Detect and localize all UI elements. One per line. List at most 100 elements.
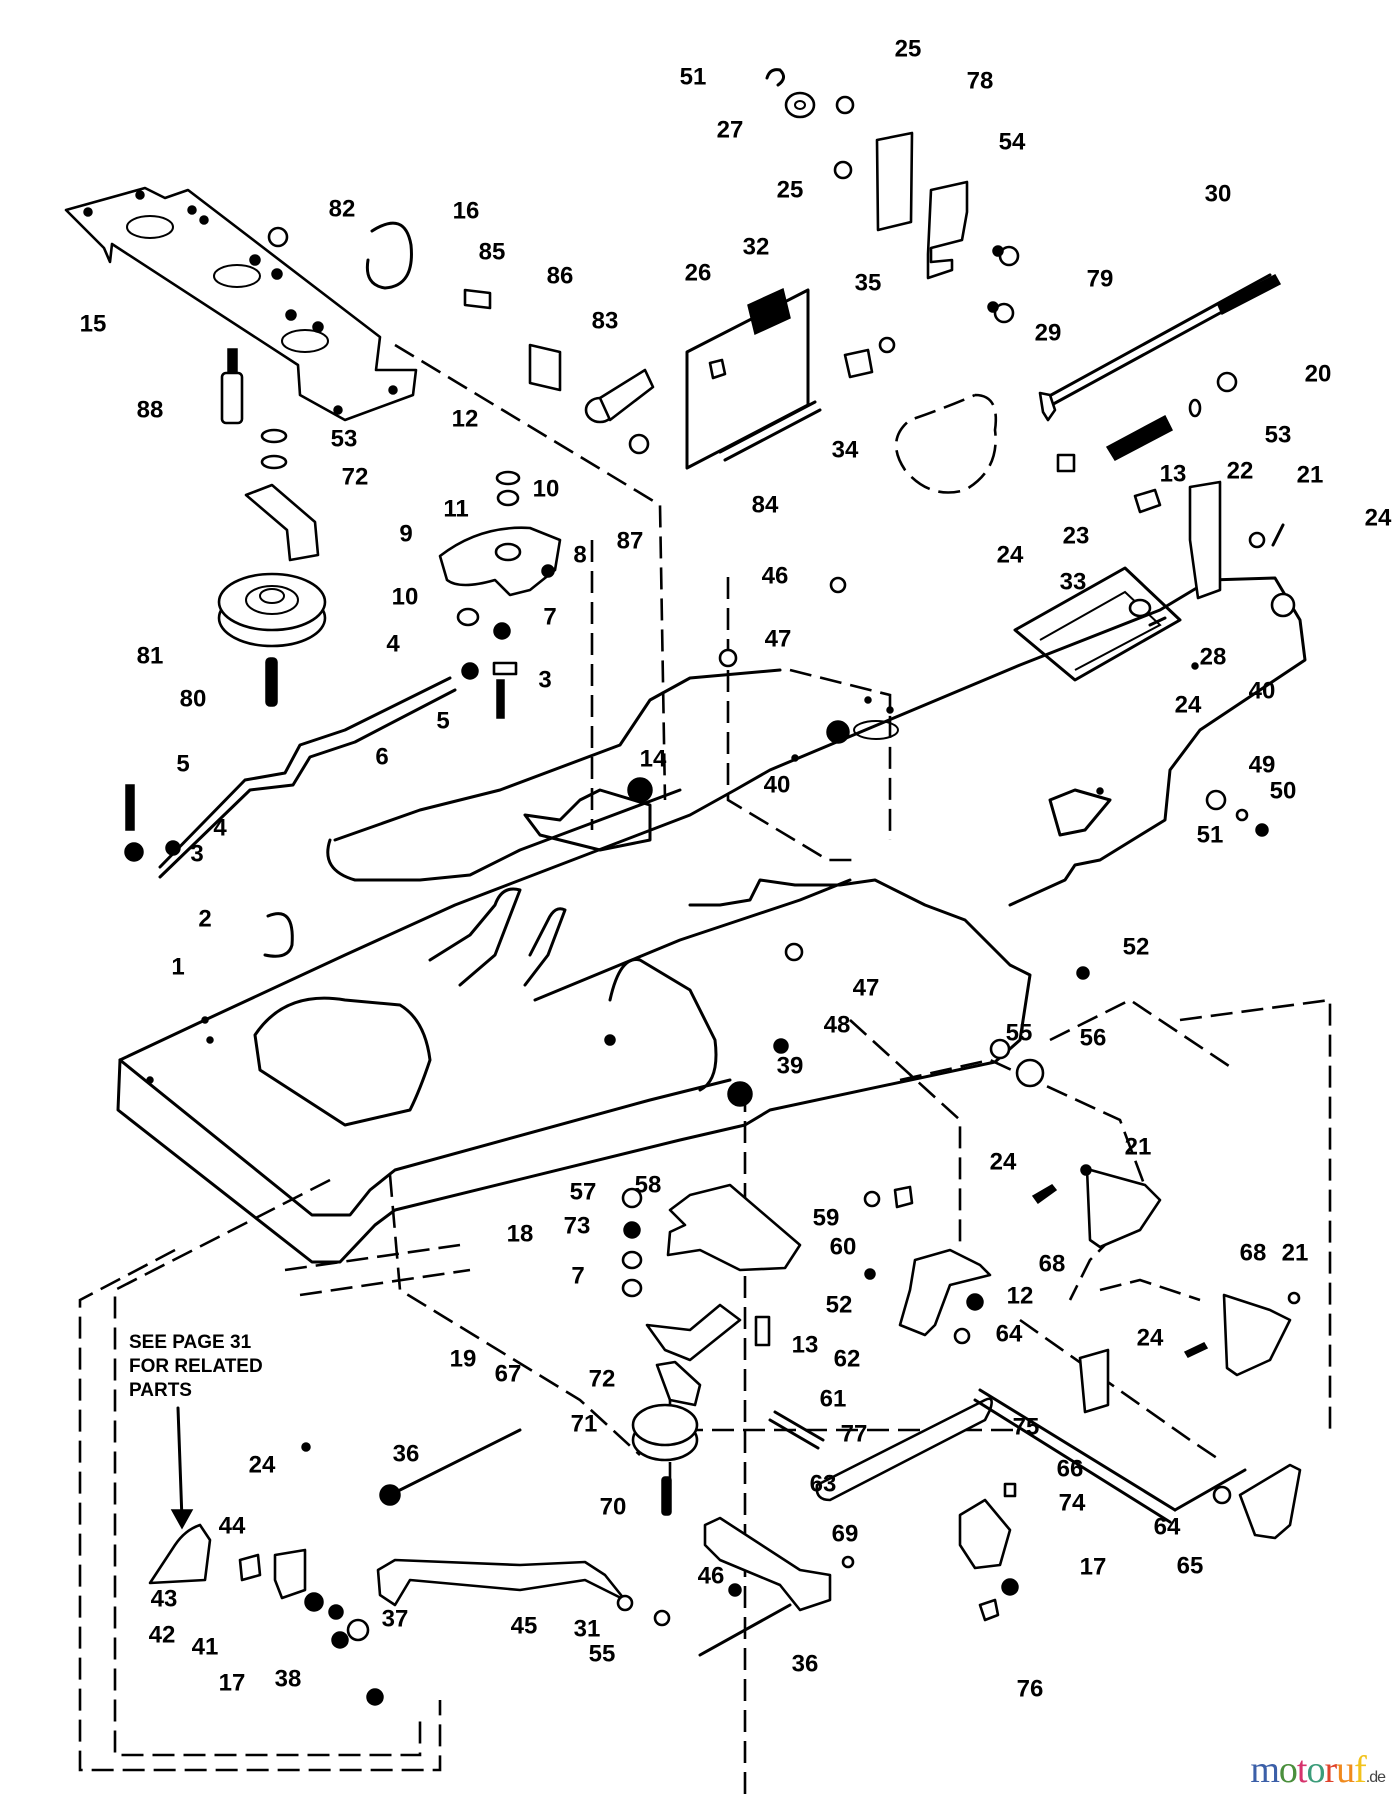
- callout-label-72: 72: [342, 463, 369, 490]
- see-page-note-line-1: SEE PAGE 31: [129, 1332, 252, 1353]
- callout-label-52: 52: [1123, 933, 1150, 960]
- callout-label-79: 79: [1087, 265, 1114, 292]
- callout-label-10: 10: [392, 583, 419, 610]
- callout-label-32: 32: [743, 233, 770, 260]
- callout-label-5: 5: [436, 707, 449, 734]
- watermark-letter: u: [1336, 1749, 1355, 1791]
- callout-label-24: 24: [249, 1451, 276, 1478]
- callout-label-55: 55: [1006, 1019, 1033, 1046]
- callout-label-51: 51: [680, 63, 707, 90]
- callout-label-80: 80: [180, 685, 207, 712]
- callout-label-24: 24: [1137, 1324, 1164, 1351]
- snap-ring-part: [365, 221, 413, 290]
- watermark-letter: t: [1296, 1749, 1308, 1791]
- callout-label-21: 21: [1125, 1133, 1152, 1160]
- callout-label-73: 73: [564, 1212, 591, 1239]
- callout-label-77: 77: [841, 1420, 868, 1447]
- callout-label-60: 60: [830, 1233, 857, 1260]
- callout-label-26: 26: [685, 259, 712, 286]
- callout-label-53: 53: [331, 425, 358, 452]
- callout-label-12: 12: [452, 405, 479, 432]
- callout-label-28: 28: [1200, 643, 1227, 670]
- callout-label-3: 3: [538, 666, 551, 693]
- callout-label-72: 72: [589, 1365, 616, 1392]
- callout-label-14: 14: [640, 745, 667, 772]
- callout-label-44: 44: [219, 1512, 246, 1539]
- frame-bracket-part: [64, 186, 418, 422]
- callout-label-71: 71: [571, 1410, 598, 1437]
- callout-label-56: 56: [1080, 1024, 1107, 1051]
- callout-label-36: 36: [792, 1650, 819, 1677]
- watermark-letter: r: [1324, 1749, 1337, 1791]
- callout-label-76: 76: [1017, 1675, 1044, 1702]
- callout-label-59: 59: [813, 1204, 840, 1231]
- callout-label-15: 15: [80, 310, 107, 337]
- callout-label-41: 41: [192, 1633, 219, 1660]
- callout-label-45: 45: [511, 1612, 538, 1639]
- callout-label-81: 81: [137, 642, 164, 669]
- callout-label-33: 33: [1060, 568, 1087, 595]
- callout-label-24: 24: [1175, 691, 1202, 718]
- callout-label-3: 3: [190, 840, 203, 867]
- callout-label-86: 86: [547, 262, 574, 289]
- watermark-letter: o: [1278, 1749, 1298, 1791]
- callout-label-13: 13: [1160, 460, 1187, 487]
- callout-label-50: 50: [1270, 777, 1297, 804]
- callout-label-78: 78: [967, 67, 994, 94]
- callout-label-88: 88: [137, 396, 164, 423]
- callout-label-70: 70: [600, 1493, 627, 1520]
- watermark-suffix: .de: [1365, 1769, 1386, 1786]
- callout-label-43: 43: [151, 1585, 178, 1612]
- callout-label-68: 68: [1240, 1239, 1267, 1266]
- callout-label-19: 19: [450, 1345, 477, 1372]
- callout-label-23: 23: [1063, 522, 1090, 549]
- callout-label-47: 47: [853, 974, 880, 1001]
- callout-label-46: 46: [698, 1562, 725, 1589]
- callout-label-1: 1: [171, 953, 184, 980]
- callout-label-69: 69: [832, 1520, 859, 1547]
- callout-label-24: 24: [990, 1148, 1017, 1175]
- callout-label-29: 29: [1035, 319, 1062, 346]
- assembly-guide-lines: [78, 343, 1332, 1800]
- watermark-letters: motoruf: [1250, 1749, 1367, 1791]
- callout-label-51: 51: [1197, 821, 1224, 848]
- callout-label-34: 34: [832, 436, 859, 463]
- callout-label-53: 53: [1265, 421, 1292, 448]
- watermark-letter: o: [1306, 1749, 1325, 1791]
- callout-label-25: 25: [895, 35, 922, 62]
- callout-label-17: 17: [219, 1669, 246, 1696]
- callout-label-46: 46: [762, 562, 789, 589]
- watermark-letter: f: [1354, 1749, 1367, 1791]
- callout-label-12: 12: [1007, 1282, 1034, 1309]
- bolt-part: [220, 348, 244, 425]
- callout-label-85: 85: [479, 238, 506, 265]
- callout-label-36: 36: [393, 1440, 420, 1467]
- pulley-part: [217, 572, 327, 648]
- callout-label-21: 21: [1297, 461, 1324, 488]
- nut-part: [267, 226, 289, 248]
- callout-label-24: 24: [997, 541, 1024, 568]
- callout-label-75: 75: [1013, 1413, 1040, 1440]
- motoruf-watermark-logo: motoruf.de: [1250, 1748, 1386, 1792]
- callout-label-65: 65: [1177, 1552, 1204, 1579]
- callout-label-8: 8: [573, 541, 586, 568]
- callout-label-83: 83: [592, 307, 619, 334]
- callout-label-74: 74: [1059, 1489, 1086, 1516]
- callout-label-58: 58: [635, 1171, 662, 1198]
- callout-label-5: 5: [176, 750, 189, 777]
- callout-label-61: 61: [820, 1385, 847, 1412]
- callout-label-24: 24: [1365, 504, 1392, 531]
- callout-label-18: 18: [507, 1220, 534, 1247]
- callout-label-37: 37: [382, 1605, 409, 1632]
- callout-label-7: 7: [571, 1262, 584, 1289]
- callout-label-52: 52: [826, 1291, 853, 1318]
- see-page-note-line-3: PARTS: [129, 1380, 192, 1401]
- callout-label-49: 49: [1249, 751, 1276, 778]
- callout-label-20: 20: [1305, 360, 1332, 387]
- callout-label-6: 6: [375, 743, 388, 770]
- callout-label-57: 57: [570, 1178, 597, 1205]
- callout-label-84: 84: [752, 491, 779, 518]
- callout-label-82: 82: [329, 195, 356, 222]
- callout-label-25: 25: [777, 176, 804, 203]
